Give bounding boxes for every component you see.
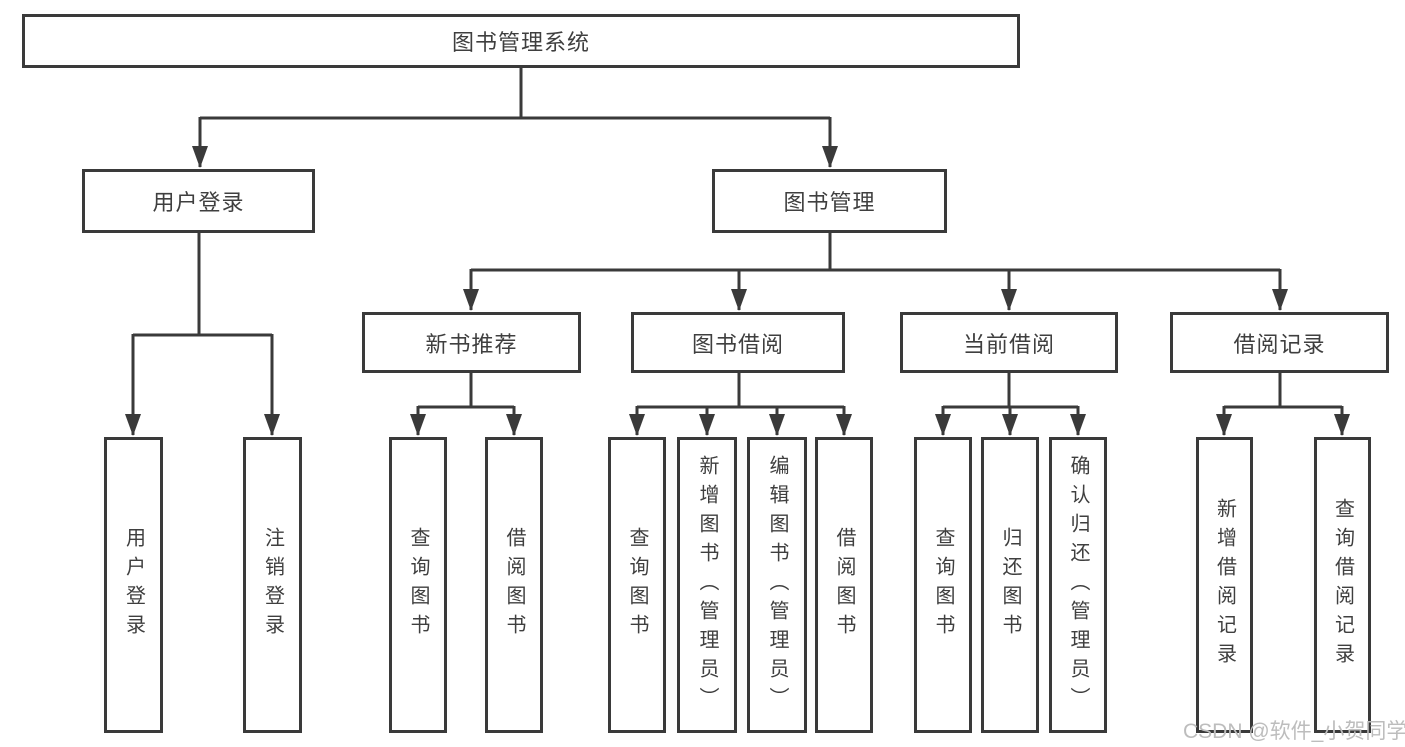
leaf-label: 查询图书 <box>407 527 429 643</box>
leaf-borrowing-borrow-books: 借阅图书 <box>815 437 873 733</box>
leaf-logout: 注销登录 <box>243 437 302 733</box>
leaf-borrowing-edit-books-admin: 编辑图书（管理员） <box>747 437 807 733</box>
node-label: 借阅记录 <box>1233 331 1326 357</box>
leaf-current-confirm-return-admin: 确认归还（管理员） <box>1049 437 1107 733</box>
leaf-label: 注销登录 <box>261 527 284 643</box>
node-label: 图书管理系统 <box>451 30 590 55</box>
leaf-records-query-record: 查询借阅记录 <box>1314 437 1371 733</box>
leaf-user-login: 用户登录 <box>104 437 163 733</box>
leaf-newbooks-borrow-books: 借阅图书 <box>485 437 543 733</box>
leaf-current-return-books: 归还图书 <box>981 437 1039 733</box>
leaf-current-query-books: 查询图书 <box>914 437 972 733</box>
leaf-label: 查询借阅记录 <box>1331 498 1354 672</box>
leaf-label: 确认归还（管理员） <box>1067 454 1089 716</box>
leaf-label: 用户登录 <box>122 527 145 643</box>
leaf-label: 新增图书（管理员） <box>696 454 718 716</box>
leaf-label: 编辑图书（管理员） <box>766 454 788 716</box>
node-borrow-records: 借阅记录 <box>1170 312 1389 373</box>
node-label: 新书推荐 <box>425 331 518 357</box>
leaf-label: 新增借阅记录 <box>1213 498 1236 672</box>
node-library-system: 图书管理系统 <box>22 14 1020 68</box>
node-label: 当前借阅 <box>962 331 1055 357</box>
node-label: 图书管理 <box>783 190 876 215</box>
leaf-newbooks-query-books: 查询图书 <box>389 437 447 733</box>
leaf-label: 归还图书 <box>999 527 1021 643</box>
csdn-watermark: CSDN @软件_小贺同学 <box>1183 720 1405 743</box>
leaf-label: 查询图书 <box>626 527 648 643</box>
node-label: 图书借阅 <box>691 331 784 357</box>
node-current-borrowing: 当前借阅 <box>900 312 1118 373</box>
leaf-label: 查询图书 <box>932 527 954 643</box>
node-book-management: 图书管理 <box>712 169 947 233</box>
leaf-borrowing-query-books: 查询图书 <box>608 437 666 733</box>
leaf-label: 借阅图书 <box>503 527 525 643</box>
node-new-book-recommend: 新书推荐 <box>362 312 581 373</box>
leaf-records-add-record: 新增借阅记录 <box>1196 437 1253 733</box>
leaf-borrowing-add-books-admin: 新增图书（管理员） <box>677 437 737 733</box>
node-label: 用户登录 <box>152 190 245 215</box>
leaf-label: 借阅图书 <box>833 527 855 643</box>
node-user-login: 用户登录 <box>82 169 315 233</box>
node-book-borrowing: 图书借阅 <box>631 312 845 373</box>
